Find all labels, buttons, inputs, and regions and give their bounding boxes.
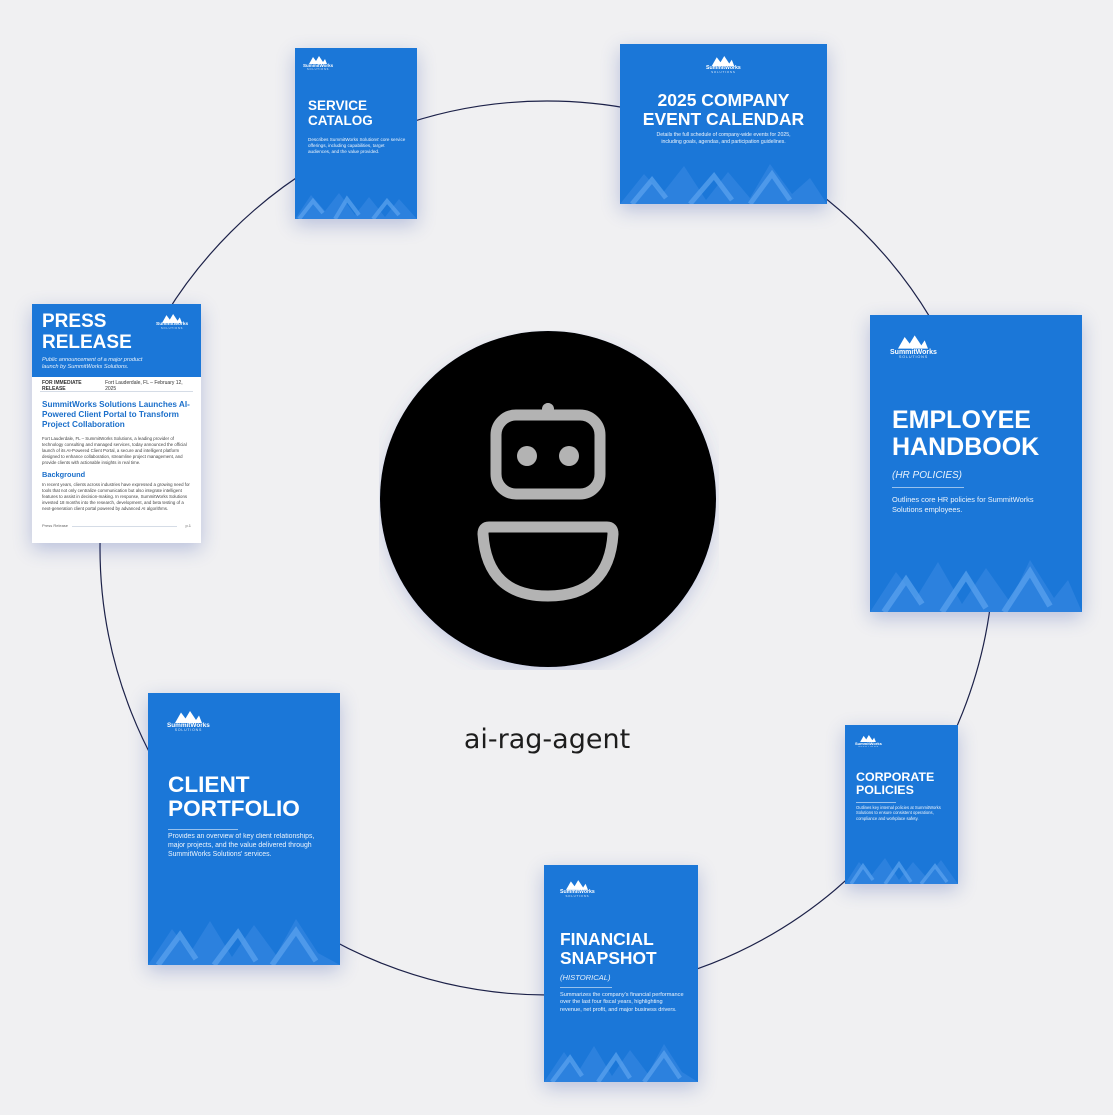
document-title: CORPORATE POLICIES — [856, 770, 935, 798]
mountain-graphic — [870, 560, 1082, 612]
summitworks-logo: SummitWorks SOLUTIONS — [167, 711, 210, 733]
document-title: 2025 COMPANY EVENT CALENDAR — [642, 90, 805, 129]
summitworks-logo: SummitWorks SOLUTIONS — [855, 735, 882, 748]
dateline: Fort Lauderdale, FL – February 12, 2025 — [105, 380, 183, 392]
mountain-graphic — [620, 164, 827, 204]
document-description: Provides an overview of key client relat… — [168, 833, 315, 858]
document-subtitle: Public announcement of a major product l… — [42, 357, 143, 370]
robot-face-icon — [477, 403, 619, 602]
mountain-logo-icon — [309, 56, 328, 64]
mountain-logo-icon — [712, 56, 735, 66]
mountain-graphic — [544, 1044, 698, 1082]
mountain-graphic — [148, 919, 340, 965]
mountain-graphic — [845, 858, 958, 884]
document-description: Outlines key internal policies at Summit… — [856, 805, 941, 821]
divider — [40, 391, 193, 392]
section-heading: Background — [42, 470, 86, 479]
press-headline: SummitWorks Solutions Launches AI-Powere… — [42, 400, 190, 429]
summitworks-logo: SummitWorks SOLUTIONS — [303, 56, 333, 71]
divider — [856, 802, 896, 803]
mountain-graphic — [295, 193, 417, 219]
document-description: Summarizes the company's financial perfo… — [560, 992, 684, 1013]
divider — [72, 526, 177, 527]
document-description: Describes SummitWorks Solutions' core se… — [308, 137, 406, 154]
corporate-policies-document[interactable]: SummitWorks SOLUTIONS CORPORATE POLICIES… — [845, 725, 958, 884]
release-meta: FOR IMMEDIATE RELEASE Fort Lauderdale, F… — [42, 380, 193, 392]
document-subtitle: (HISTORICAL) — [560, 973, 611, 982]
summitworks-logo: SummitWorks SOLUTIONS — [560, 880, 595, 898]
document-title: FINANCIAL SNAPSHOT — [560, 929, 657, 968]
summitworks-logo: SummitWorks SOLUTIONS — [706, 56, 741, 74]
mountain-logo-icon — [162, 314, 183, 323]
summitworks-logo: SummitWorks SOLUTIONS — [156, 314, 188, 330]
divider — [892, 487, 964, 488]
divider — [560, 987, 612, 988]
employee-handbook-document[interactable]: SummitWorks SOLUTIONS EMPLOYEE HANDBOOK … — [870, 315, 1082, 612]
document-title: SERVICE CATALOG — [308, 98, 373, 128]
document-description: Outlines core HR policies for SummitWork… — [892, 495, 1034, 514]
document-subtitle: (HR POLICIES) — [892, 470, 963, 481]
press-release-document[interactable]: PRESS RELEASE SummitWorks SOLUTIONS Publ… — [32, 304, 201, 543]
press-release-banner: PRESS RELEASE SummitWorks SOLUTIONS Publ… — [32, 304, 201, 377]
divider — [168, 829, 238, 830]
document-title: EMPLOYEE HANDBOOK — [892, 406, 1040, 461]
mountain-logo-icon — [174, 711, 202, 723]
service-catalog-document[interactable]: SummitWorks SOLUTIONS SERVICE CATALOG De… — [295, 48, 417, 219]
release-label: FOR IMMEDIATE RELEASE — [42, 380, 82, 392]
summitworks-logo: SummitWorks SOLUTIONS — [890, 335, 937, 360]
event-calendar-document[interactable]: SummitWorks SOLUTIONS 2025 COMPANY EVENT… — [620, 44, 827, 204]
client-portfolio-document[interactable]: SummitWorks SOLUTIONS CLIENT PORTFOLIO P… — [148, 693, 340, 965]
press-intro: Fort Lauderdale, FL – SummitWorks Soluti… — [42, 436, 187, 465]
mountain-logo-icon — [898, 335, 929, 349]
press-background: In recent years, clients across industri… — [42, 482, 190, 511]
agent-label: ai-rag-agent — [463, 724, 631, 755]
document-title: PRESS RELEASE — [42, 311, 132, 353]
press-footer: Press Release p.1 — [42, 523, 191, 528]
financial-snapshot-document[interactable]: SummitWorks SOLUTIONS FINANCIAL SNAPSHOT… — [544, 865, 698, 1082]
document-title: CLIENT PORTFOLIO — [168, 772, 300, 822]
mountain-logo-icon — [566, 880, 589, 890]
mountain-logo-icon — [860, 735, 877, 742]
document-description: Details the full schedule of company-wid… — [656, 132, 791, 145]
ai-agent-node[interactable] — [379, 330, 719, 670]
